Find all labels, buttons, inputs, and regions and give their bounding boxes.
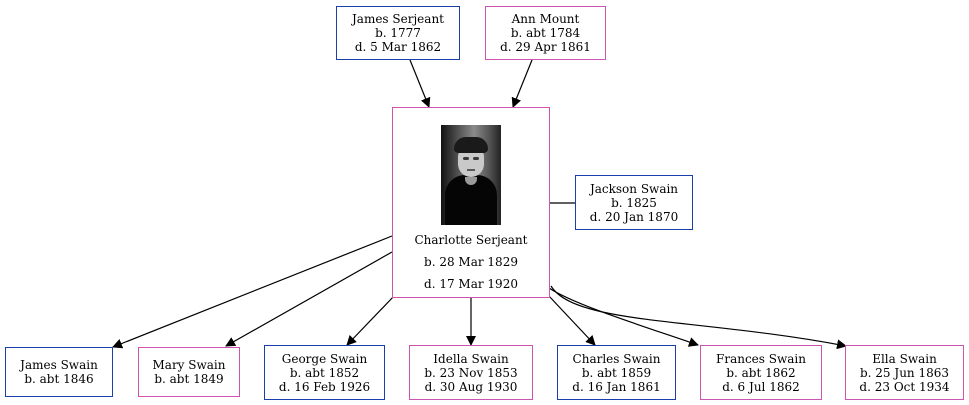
birth-date: b. 1825 [611, 195, 657, 210]
person-name: James Serjeant [351, 12, 444, 26]
edge-to-frances-swain [548, 287, 699, 347]
edge-to-mary-swain [225, 251, 393, 347]
death-date: d. 16 Feb 1926 [278, 379, 371, 394]
person-james-swain[interactable]: James Swain b. abt 1846 [5, 347, 113, 397]
person-name: George Swain [281, 351, 368, 366]
death-date: d. 17 Mar 1920 [424, 277, 518, 291]
edge-to-james-swain [112, 235, 393, 349]
birth-date: b. abt 1852 [289, 365, 360, 380]
person-george-swain[interactable]: George Swain b. abt 1852 d. 16 Feb 1926 [264, 345, 385, 400]
edge-to-charles-swain [547, 294, 596, 346]
person-name: Mary Swain [152, 358, 226, 372]
portrait-photo [441, 125, 501, 225]
death-date: d. 23 Oct 1934 [859, 379, 950, 394]
birth-date: b. abt 1859 [581, 365, 652, 380]
person-james-serjeant[interactable]: James Serjeant b. 1777 d. 5 Mar 1862 [336, 6, 460, 60]
person-name: Jackson Swain [589, 181, 679, 196]
person-charles-swain[interactable]: Charles Swain b. abt 1859 d. 16 Jan 1861 [557, 345, 676, 400]
birth-date: b. abt 1784 [510, 26, 581, 40]
edge-to-george-swain [346, 294, 396, 346]
birth-date: b. 25 Jun 1863 [859, 365, 949, 380]
birth-date: b. abt 1862 [726, 365, 796, 380]
edge-father-to-charlotte [409, 59, 431, 108]
person-name: Ella Swain [872, 351, 937, 366]
death-date: d. 20 Jan 1870 [589, 209, 679, 224]
person-name: Idella Swain [433, 351, 509, 366]
person-name: Charlotte Serjeant [414, 233, 528, 247]
person-ann-mount[interactable]: Ann Mount b. abt 1784 d. 29 Apr 1861 [485, 6, 606, 60]
person-charlotte-serjeant[interactable]: Charlotte Serjeant b. 28 Mar 1829 d. 17 … [392, 107, 550, 298]
edge-to-ella-swain [550, 285, 847, 350]
person-mary-swain[interactable]: Mary Swain b. abt 1849 [138, 347, 240, 397]
death-date: d. 29 Apr 1861 [500, 40, 591, 54]
birth-date: b. 28 Mar 1829 [424, 255, 518, 269]
person-jackson-swain[interactable]: Jackson Swain b. 1825 d. 20 Jan 1870 [575, 175, 693, 230]
birth-date: b. 1777 [375, 26, 421, 40]
person-idella-swain[interactable]: Idella Swain b. 23 Nov 1853 d. 30 Aug 19… [409, 345, 533, 400]
person-ella-swain[interactable]: Ella Swain b. 25 Jun 1863 d. 23 Oct 1934 [845, 345, 964, 400]
birth-date: b. abt 1846 [24, 372, 94, 386]
person-frances-swain[interactable]: Frances Swain b. abt 1862 d. 6 Jul 1862 [700, 345, 822, 400]
death-date: d. 30 Aug 1930 [424, 379, 518, 394]
death-date: d. 6 Jul 1862 [722, 379, 800, 394]
person-name: Frances Swain [716, 351, 806, 366]
birth-date: b. abt 1849 [154, 372, 224, 386]
birth-date: b. 23 Nov 1853 [424, 365, 518, 380]
edge-mother-to-charlotte [511, 59, 533, 108]
person-name: Ann Mount [511, 12, 580, 26]
death-date: d. 5 Mar 1862 [354, 40, 442, 54]
death-date: d. 16 Jan 1861 [572, 379, 661, 394]
person-name: James Swain [20, 358, 98, 372]
person-name: Charles Swain [572, 351, 661, 366]
